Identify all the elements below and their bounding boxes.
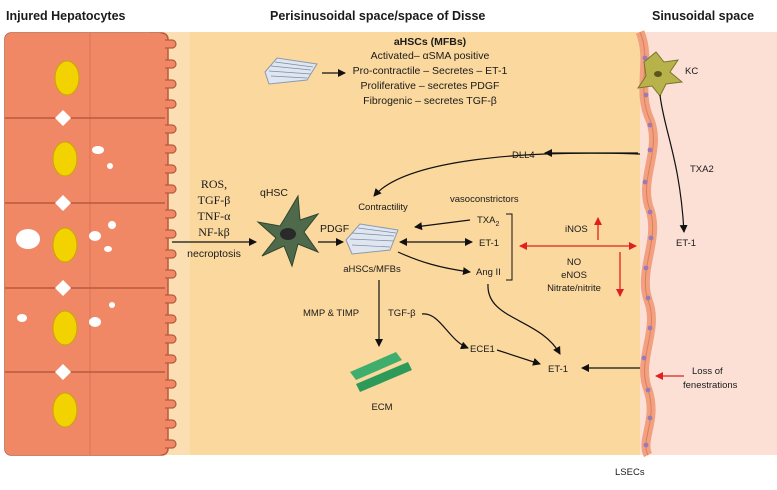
label-txa: TXA2 (477, 215, 499, 228)
signal-nfkb: NF-kβ (198, 225, 229, 239)
signal-tgfb: TGF-β (198, 193, 231, 207)
signal-tnfa: TNF-α (198, 209, 232, 223)
label-qhsc: qHSC (260, 187, 288, 199)
label-ahscs-mfbs: aHSCs/MFBs (343, 264, 401, 275)
header-disse: Perisinusoidal space/space of Disse (270, 9, 485, 23)
label-ece1: ECE1 (470, 344, 495, 355)
label-lsecs: LSECs (615, 467, 645, 478)
ahsc-mid-icon (345, 223, 399, 255)
ahsc-title: aHSCs (MFBs) (394, 36, 466, 48)
ahsc-line-2: Pro-contractile – Secretes – ET-1 (353, 65, 508, 77)
label-ecm: ECM (371, 402, 392, 413)
label-vasoconstrictors: vasoconstrictors (450, 194, 519, 205)
label-pdgf: PDGF (320, 223, 349, 235)
label-loss: Loss of (692, 366, 723, 377)
kupffer-cell (636, 51, 684, 97)
label-no: NO (567, 257, 581, 268)
label-mmp-timp: MMP & TIMP (303, 308, 359, 319)
hepatocyte-column (4, 32, 177, 456)
ecm-fibers (350, 352, 412, 392)
label-nitrate: Nitrate/nitrite (547, 283, 601, 294)
sinusoidal-space (640, 32, 777, 455)
qhsc-cell (256, 194, 320, 268)
label-contractility: Contractility (358, 202, 408, 213)
label-txa2-right: TXA2 (690, 164, 714, 175)
label-inos: iNOS (565, 224, 588, 235)
signal-ros: ROS, (201, 177, 227, 191)
ahsc-line-1: Activated– αSMA positive (371, 50, 490, 62)
label-kc: KC (685, 66, 698, 77)
ahsc-line-4: Fibrogenic – secretes TGF-β (363, 95, 497, 107)
ahsc-top-icon (264, 57, 318, 85)
label-et1-mid: ET-1 (479, 238, 499, 249)
header-hepatocytes: Injured Hepatocytes (6, 9, 126, 23)
label-fenestrations: fenestrations (683, 380, 738, 391)
label-ang2: Ang II (476, 267, 501, 278)
label-dll4: DLL4 (512, 150, 535, 161)
label-tgfb: TGF-β (388, 308, 416, 319)
ahsc-line-3: Proliferative – secretes PDGF (361, 80, 500, 92)
lsec-lining (635, 30, 658, 458)
label-necroptosis: necroptosis (187, 248, 241, 260)
label-et1-right: ET-1 (676, 238, 696, 249)
header-sinusoid: Sinusoidal space (652, 9, 754, 23)
label-enos: eNOS (561, 270, 587, 281)
label-et1-bottom: ET-1 (548, 364, 568, 375)
